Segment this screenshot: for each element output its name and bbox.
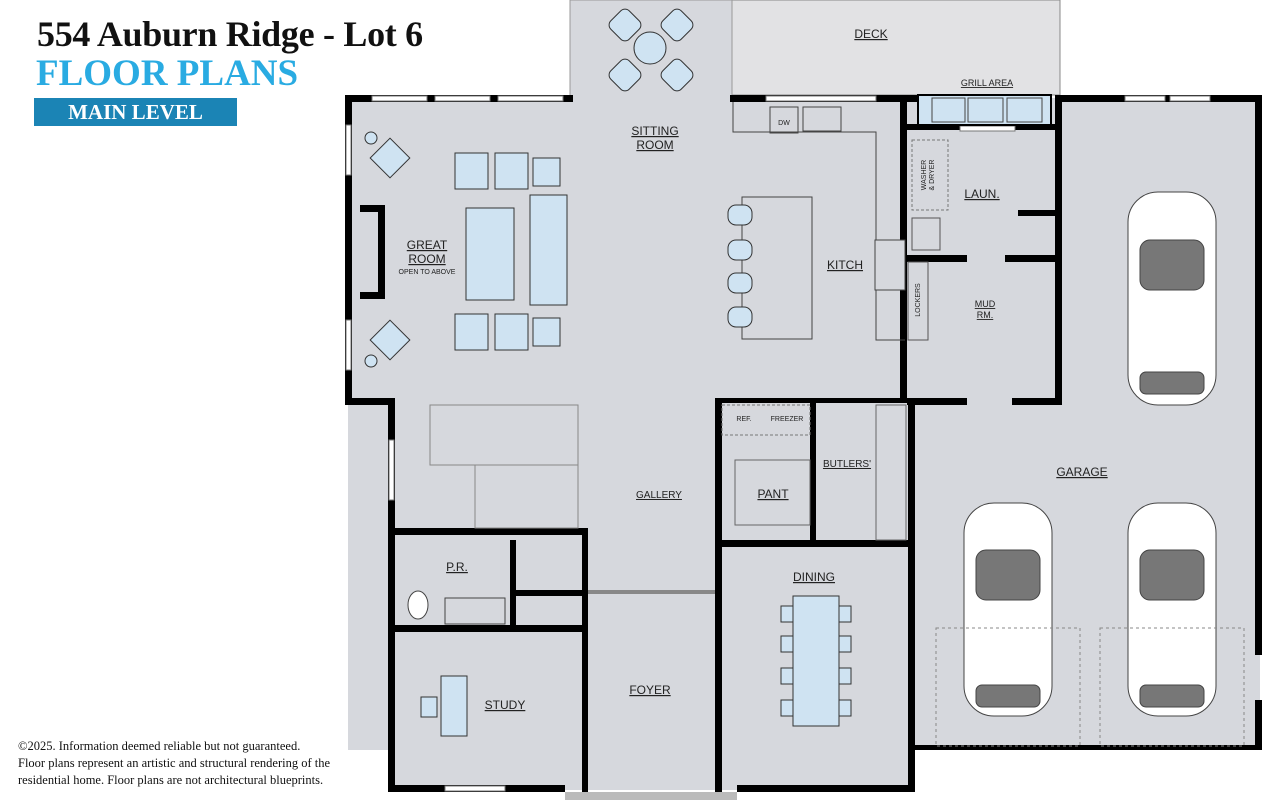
label-lockers: LOCKERS: [915, 283, 922, 317]
page-title: 554 Auburn Ridge - Lot 6: [37, 14, 423, 54]
label-laundry: LAUN.: [964, 187, 999, 201]
patio-table-set: [608, 8, 694, 92]
bar-stools: [727, 204, 753, 328]
cars: [963, 191, 1217, 717]
vanity: [444, 597, 506, 625]
label-mud-room-1: MUD: [975, 299, 996, 309]
label-powder-room: P.R.: [446, 560, 468, 574]
label-freezer: FREEZER: [771, 416, 804, 423]
label-kitchen: KITCH: [827, 258, 863, 272]
label-washer-dryer-2: & DRYER: [929, 160, 936, 191]
stairs: [429, 404, 579, 529]
dining-table: [780, 595, 852, 727]
label-gallery: GALLERY: [636, 490, 682, 501]
deck-area: [731, 0, 1061, 96]
label-ref: REF.: [736, 416, 751, 423]
label-grill-area: GRILL AREA: [961, 78, 1013, 88]
toilet: [407, 590, 429, 620]
label-sitting-room-2: ROOM: [636, 138, 673, 152]
label-dining: DINING: [793, 570, 835, 584]
front-stoop: [565, 792, 737, 800]
label-mud-room-2: RM.: [977, 310, 994, 320]
label-foyer: FOYER: [629, 683, 671, 697]
label-sitting-room-1: SITTING: [631, 124, 678, 138]
great-room-furniture: [364, 131, 568, 368]
laundry-fixtures: [911, 139, 949, 211]
disclaimer-line: ©2025. Information deemed reliable but n…: [18, 739, 301, 753]
label-dw: DW: [778, 120, 790, 127]
label-study: STUDY: [485, 698, 526, 712]
study-desk: [420, 675, 468, 737]
level-badge: MAIN LEVEL: [34, 98, 237, 126]
label-butlers: BUTLERS': [823, 459, 871, 470]
kitchen-fixtures: [732, 102, 906, 341]
disclaimer-line: Floor plans represent an artistic and st…: [18, 756, 331, 770]
windows: [345, 95, 1211, 792]
disclaimer-line: residential home. Floor plans are not ar…: [18, 773, 324, 787]
page-subtitle: FLOOR PLANS: [36, 53, 299, 94]
label-great-room-1: GREAT: [407, 238, 448, 252]
disclaimer: ©2025. Information deemed reliable but n…: [18, 738, 330, 789]
label-garage: GARAGE: [1056, 465, 1107, 479]
label-open-to-above: OPEN TO ABOVE: [399, 269, 456, 276]
label-washer-dryer: WASHER: [921, 160, 928, 190]
label-pantry: PANT: [757, 487, 789, 501]
label-deck: DECK: [854, 27, 887, 41]
label-great-room-2: ROOM: [408, 252, 445, 266]
